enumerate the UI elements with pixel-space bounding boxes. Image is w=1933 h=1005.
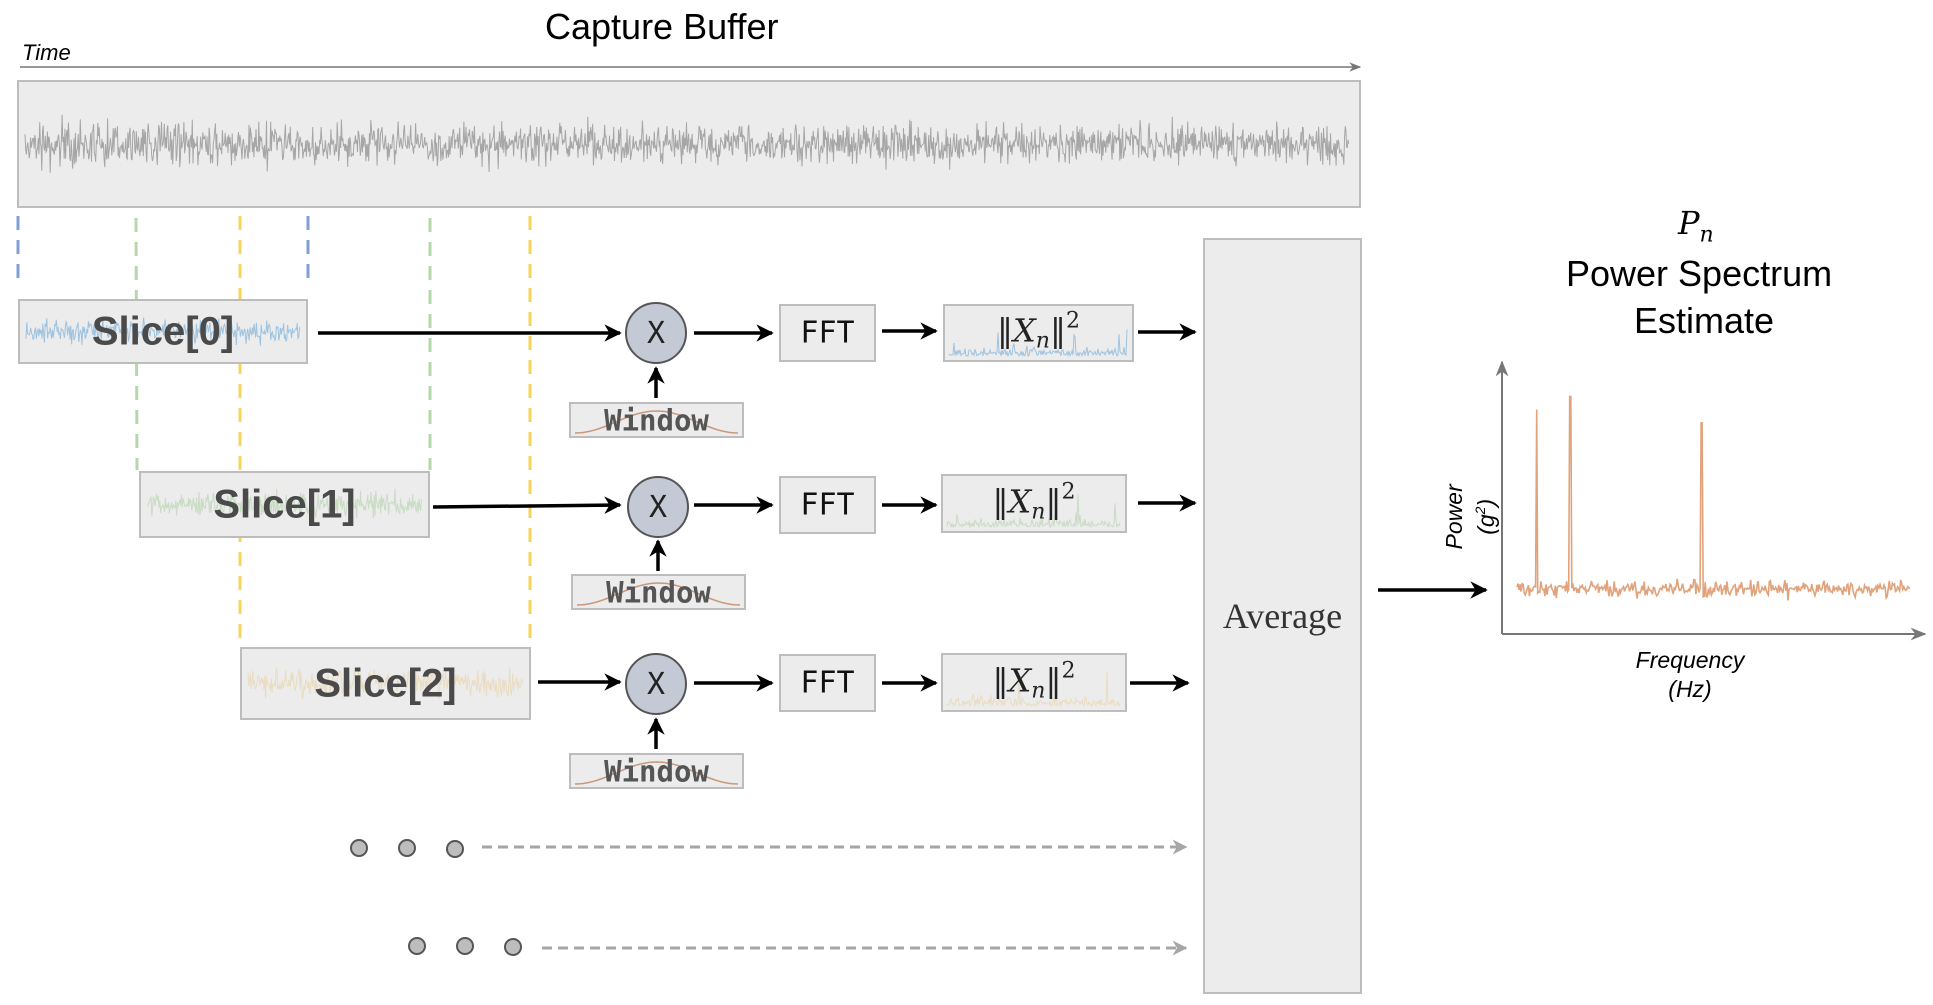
magnitude-label-2: ‖Xn‖2 [992, 658, 1076, 704]
fft-box-0: FFT [779, 304, 876, 362]
multiply-node-1: X [627, 476, 689, 538]
output-symbol: Pn [1678, 204, 1714, 248]
ellipsis-dot [504, 938, 522, 956]
slice-0-box: Slice[0] [18, 299, 308, 364]
time-label: Time [22, 40, 71, 65]
slice-boundaries [16, 216, 532, 646]
output-chart-axes [1495, 360, 1927, 641]
average-box: Average [1203, 238, 1362, 994]
ellipsis-dot [350, 839, 368, 857]
fft-label-1: FFT [800, 487, 855, 523]
window-label-0: Window [604, 403, 709, 438]
fft-label-2: FFT [800, 665, 855, 701]
slice-1-box: Slice[1] [139, 471, 430, 538]
capture-buffer-title: Capture Buffer [545, 6, 779, 47]
multiply-node-0: X [625, 302, 687, 364]
slice-0-label: Slice[0] [91, 309, 235, 353]
x-axis-label: Frequency (Hz) [1635, 647, 1745, 702]
output-title-line2: Estimate [1634, 300, 1775, 341]
ellipsis-dot [456, 937, 474, 955]
slice-1-label: Slice[1] [213, 482, 356, 526]
fft-label-0: FFT [800, 315, 855, 351]
magnitude-label-1: ‖Xn‖2 [992, 479, 1076, 525]
arrow-slice1-to-mult [432, 496, 622, 514]
capture-signal [24, 114, 1350, 173]
average-label: Average [1222, 596, 1343, 636]
ellipsis-dot [398, 839, 416, 857]
magnitude-box-0: ‖Xn‖2 [943, 304, 1134, 362]
power-spectrum-line [1516, 395, 1911, 601]
window-box-0: Window [569, 402, 744, 438]
window-box-2: Window [569, 753, 744, 789]
window-label-1: Window [606, 575, 711, 610]
capture-buffer-box [17, 80, 1361, 208]
slice-2-box: Slice[2] [240, 647, 531, 720]
fft-box-2: FFT [779, 654, 876, 712]
slice-2-label: Slice[2] [314, 661, 457, 705]
fft-box-1: FFT [779, 476, 876, 534]
output-title-line1: Power Spectrum [1566, 253, 1833, 294]
magnitude-box-2: ‖Xn‖2 [941, 653, 1127, 712]
window-label-2: Window [604, 754, 709, 789]
magnitude-box-1: ‖Xn‖2 [941, 474, 1127, 533]
ellipsis-dot [446, 840, 464, 858]
window-box-1: Window [571, 574, 746, 610]
multiply-node-2: X [625, 653, 687, 715]
y-axis-label: Power (g2) [1441, 484, 1499, 550]
ellipsis-dot [408, 937, 426, 955]
magnitude-label-0: ‖Xn‖2 [997, 308, 1080, 354]
